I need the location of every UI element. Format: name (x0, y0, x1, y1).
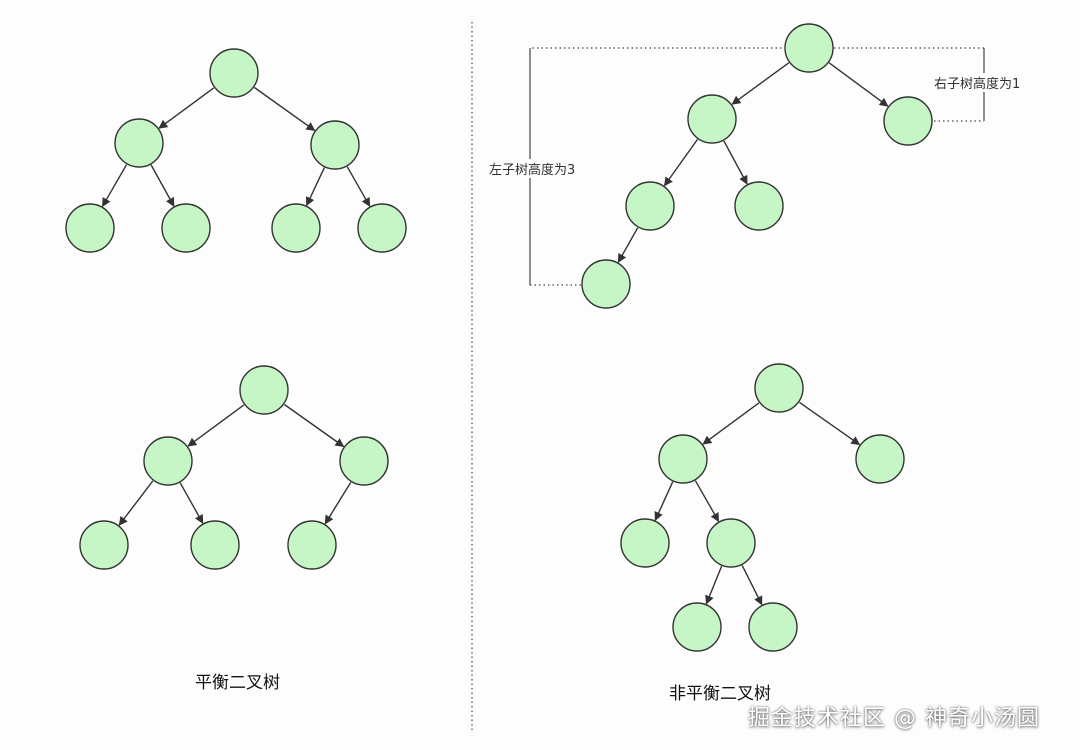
right-height-label: 右子树高度为1 (933, 73, 1022, 92)
unbalanced-tree-2-node-g (748, 602, 798, 652)
balanced-tree-2-node-f (287, 520, 337, 570)
unbalanced-tree-1-edge-b-e (723, 140, 748, 185)
balanced-tree-1-node-a (209, 48, 259, 98)
balanced-tree-1-node-d (65, 203, 115, 253)
unbalanced-tree-2-edge-e-f (705, 565, 723, 605)
tree-nodes (65, 23, 933, 652)
balanced-tree-2-edge-b-d (118, 480, 154, 526)
balanced-tree-1-edge-c-g (346, 166, 371, 207)
balanced-tree-2-node-d (79, 520, 129, 570)
balanced-tree-1-node-e (161, 203, 211, 253)
unbalanced-tree-2-node-b (658, 434, 708, 484)
unbalanced-tree-1-node-d (625, 181, 675, 231)
height-guides (529, 47, 985, 286)
balanced-tree-1-edge-b-d (101, 164, 128, 208)
balanced-tree-2-edge-b-e (179, 482, 204, 524)
balanced-tree-2-node-c (339, 436, 389, 486)
watermark: 掘金技术社区 @ 神奇小汤圆 (748, 706, 1040, 731)
unbalanced-tree-2-edge-b-e (694, 480, 720, 523)
balanced-tree-2-edge-a-b (187, 404, 245, 447)
balanced-tree-1-node-f (271, 203, 321, 253)
balanced-tree-1-node-b (114, 118, 164, 168)
unbalanced-tree-1-edge-b-d (663, 138, 699, 187)
tree-edges (101, 62, 889, 606)
unbalanced-tree-1-edge-d-f (617, 227, 639, 263)
balanced-tree-1-node-c (310, 120, 360, 170)
unbalanced-tree-2-edge-e-g (741, 565, 763, 606)
balanced-tree-2-edge-c-f (324, 481, 352, 525)
balanced-tree-2-node-a (239, 365, 289, 415)
unbalanced-tree-2-node-d (620, 518, 670, 568)
unbalanced-tree-caption: 非平衡二叉树 (669, 684, 771, 704)
unbalanced-tree-2-node-a (754, 363, 804, 413)
balanced-tree-caption: 平衡二叉树 (195, 673, 280, 693)
unbalanced-tree-2-node-e (706, 518, 756, 568)
balanced-tree-2-node-b (143, 436, 193, 486)
left-height-label: 左子树高度为3 (488, 159, 577, 178)
balanced-tree-1-edge-a-c (253, 86, 316, 132)
unbalanced-tree-1-node-c (883, 96, 933, 146)
unbalanced-tree-2-node-f (672, 602, 722, 652)
unbalanced-tree-1-node-a (784, 23, 834, 73)
unbalanced-tree-2-node-c (855, 434, 905, 484)
unbalanced-tree-1-node-e (734, 181, 784, 231)
unbalanced-tree-2-edge-a-b (702, 402, 760, 445)
balanced-tree-1-node-g (357, 203, 407, 253)
balanced-tree-1-edge-a-b (158, 87, 215, 129)
unbalanced-tree-2-edge-b-d (654, 481, 674, 522)
unbalanced-tree-1-node-f (581, 259, 631, 309)
balanced-tree-1-edge-b-e (150, 164, 175, 207)
unbalanced-tree-1-node-b (687, 94, 737, 144)
unbalanced-tree-1-edge-a-c (828, 62, 889, 107)
balanced-tree-1-edge-c-f (305, 167, 326, 207)
unbalanced-tree-1-edge-a-b (731, 62, 790, 105)
unbalanced-tree-2-edge-a-c (799, 401, 861, 446)
balanced-tree-2-edge-a-c (283, 403, 345, 448)
balanced-tree-2-node-e (190, 520, 240, 570)
